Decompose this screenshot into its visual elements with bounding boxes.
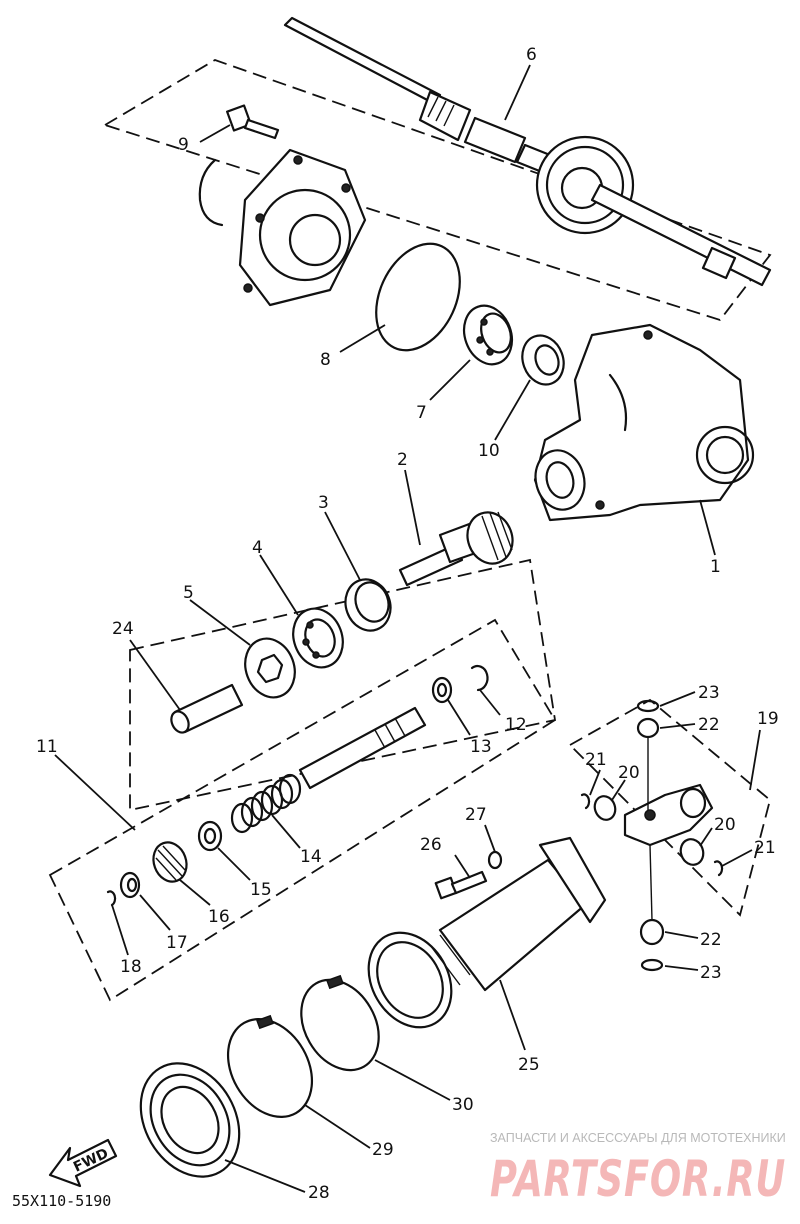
- bolt-part-26: [434, 870, 488, 900]
- callout-15: 15: [250, 880, 272, 900]
- watermark-logo: PARTSFOR.RU: [490, 1150, 786, 1208]
- bearing-cup-part-20-right: [679, 838, 705, 866]
- callout-5: 5: [183, 583, 194, 603]
- washer-part-27: [487, 850, 503, 870]
- callout-1: 1: [710, 557, 721, 577]
- callout-6: 6: [526, 45, 537, 65]
- o-ring-part-8: [375, 242, 461, 352]
- bearing-part-4: [292, 607, 344, 669]
- bearing-cup-part-20-left: [593, 795, 617, 821]
- oil-seal-part-10: [521, 334, 565, 386]
- callout-29: 29: [372, 1140, 394, 1160]
- callout-21-right: 21: [754, 838, 776, 858]
- callout-26: 26: [420, 835, 442, 855]
- callout-17: 17: [166, 933, 188, 953]
- washer-part-13: [431, 676, 453, 704]
- callout-14: 14: [300, 847, 322, 867]
- circlip-part-23-top: [636, 699, 660, 713]
- bolt-part-9: [226, 104, 280, 140]
- circlip-part-23-bottom: [640, 958, 664, 972]
- boot-part-25: [367, 836, 607, 1029]
- circlip-part-12: [470, 664, 489, 692]
- washer-part-15: [197, 820, 223, 852]
- tube-part-24: [170, 683, 244, 734]
- callout-10: 10: [478, 441, 500, 461]
- spring-part-14: [230, 773, 302, 834]
- callout-2: 2: [397, 450, 408, 470]
- circlip-part-21-left: [580, 793, 591, 810]
- bearing-part-7: [462, 304, 514, 366]
- group-box-axle: [102, 59, 772, 322]
- callout-4: 4: [252, 538, 263, 558]
- spacer-part-3: [344, 578, 392, 632]
- callout-28: 28: [308, 1183, 330, 1203]
- callout-22-bottom: 22: [700, 930, 722, 950]
- callout-13: 13: [470, 737, 492, 757]
- callout-16: 16: [208, 907, 230, 927]
- callout-labels: 6 9 8 7 10 1 2 3 4 5 24 12 13 11 14 15 1…: [36, 45, 779, 1203]
- callout-25: 25: [518, 1055, 540, 1075]
- drawing-code: 55X110-5190: [12, 1192, 111, 1210]
- callout-8: 8: [320, 350, 331, 370]
- boot-part-28: [139, 1062, 241, 1178]
- callout-20-right: 20: [714, 815, 736, 835]
- nut-part-5: [244, 637, 296, 699]
- pinion-gear-part-2: [398, 511, 514, 587]
- callout-7: 7: [416, 403, 427, 423]
- callout-30: 30: [452, 1095, 474, 1115]
- watermark-tagline: ЗАПЧАСТИ И АКСЕССУАРЫ ДЛЯ МОТОТЕХНИКИ: [490, 1131, 786, 1145]
- callout-19: 19: [757, 709, 779, 729]
- universal-joint: [623, 783, 714, 847]
- hub-cover: [198, 148, 367, 307]
- callout-9: 9: [178, 135, 189, 155]
- collar-part-17: [119, 871, 141, 899]
- fwd-arrow: FWD: [48, 1138, 118, 1188]
- clamp-part-30: [300, 974, 380, 1072]
- group-box-11: [48, 618, 557, 1002]
- coupling-shaft: [298, 706, 427, 790]
- callout-23-bottom: 23: [700, 963, 722, 983]
- group-box-drive-shaft: [129, 558, 557, 812]
- bearing-cup-part-22-bottom: [639, 918, 665, 946]
- callout-3: 3: [318, 493, 329, 513]
- callout-12: 12: [505, 715, 527, 735]
- rear-axle-part-6: [283, 16, 772, 287]
- bearing-cup-part-22-top: [636, 717, 660, 739]
- callout-24: 24: [112, 619, 134, 639]
- circlip-part-21-right: [713, 860, 724, 877]
- final-gear-case-part-1: [533, 323, 755, 522]
- clamp-part-29: [226, 1014, 314, 1118]
- leader-lines: [54, 64, 761, 1193]
- callout-27: 27: [465, 805, 487, 825]
- callout-22-top: 22: [698, 715, 720, 735]
- callout-23-top: 23: [698, 683, 720, 703]
- clip-part-18: [106, 890, 117, 907]
- callout-20-left: 20: [618, 763, 640, 783]
- callout-21-left: 21: [585, 750, 607, 770]
- cam-part-16: [152, 841, 188, 883]
- callout-11: 11: [36, 737, 58, 757]
- callout-18: 18: [120, 957, 142, 977]
- axis-line-lower: [649, 844, 653, 921]
